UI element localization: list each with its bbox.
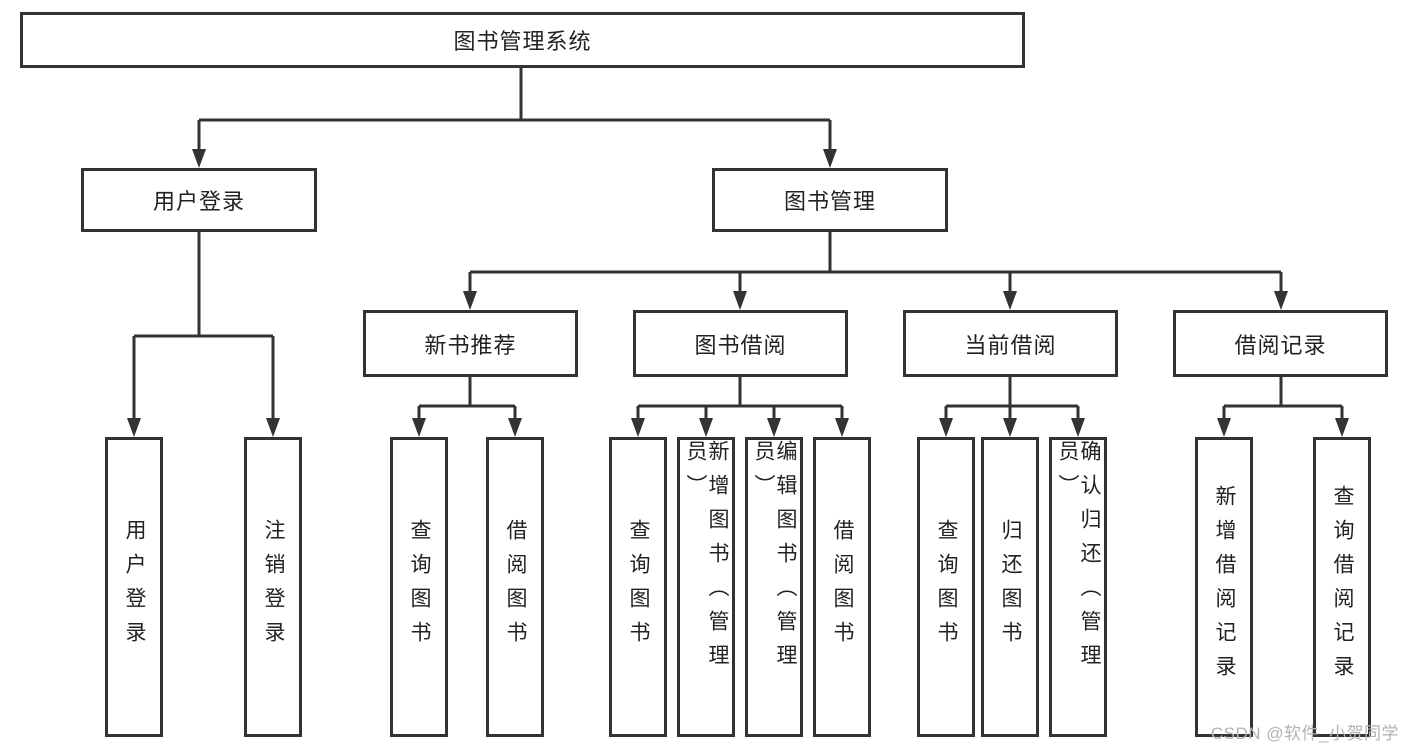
- leaf-label: 编辑图书（管理员）: [752, 440, 798, 678]
- node-current-borrowing: 当前借阅: [903, 310, 1118, 377]
- leaf-label: 用户登录: [123, 519, 147, 655]
- leaf-add-borrow-record: 新增借阅记录: [1195, 437, 1253, 737]
- leaf-user-login: 用户登录: [105, 437, 163, 737]
- leaf-confirm-return-admin: 确认归还（管理员）: [1049, 437, 1107, 737]
- leaf-label: 查询图书: [627, 519, 651, 655]
- arrowhead-icon: [939, 418, 953, 437]
- arrowhead-icon: [508, 418, 522, 437]
- arrowhead-icon: [1217, 418, 1231, 437]
- leaf-label: 借阅图书: [504, 519, 528, 655]
- leaf-label: 新增借阅记录: [1213, 485, 1237, 689]
- leaf-label: 确认归还（管理员）: [1056, 440, 1102, 678]
- arrowhead-icon: [823, 149, 837, 168]
- node-book-management: 图书管理: [712, 168, 948, 232]
- leaf-label: 查询借阅记录: [1331, 485, 1355, 689]
- connector-path: [132, 68, 1344, 421]
- leaf-logout: 注销登录: [244, 437, 302, 737]
- arrowhead-icon: [699, 418, 713, 437]
- leaf-borrow-books-borrowing: 借阅图书: [813, 437, 871, 737]
- leaf-query-borrow-record: 查询借阅记录: [1313, 437, 1371, 737]
- arrowheads: [127, 149, 1349, 437]
- node-borrow-records: 借阅记录: [1173, 310, 1388, 377]
- arrowhead-icon: [631, 418, 645, 437]
- arrowhead-icon: [1071, 418, 1085, 437]
- arrowhead-icon: [412, 418, 426, 437]
- arrowhead-icon: [127, 418, 141, 437]
- node-book-borrowing: 图书借阅: [633, 310, 848, 377]
- leaf-label: 归还图书: [999, 519, 1023, 655]
- leaf-query-books-recommend: 查询图书: [390, 437, 448, 737]
- arrowhead-icon: [1003, 418, 1017, 437]
- leaf-query-books-borrowing: 查询图书: [609, 437, 667, 737]
- leaf-query-books-current: 查询图书: [917, 437, 975, 737]
- arrowhead-icon: [835, 418, 849, 437]
- arrowhead-icon: [767, 418, 781, 437]
- leaf-label: 查询图书: [408, 519, 432, 655]
- node-new-book-recommend: 新书推荐: [363, 310, 578, 377]
- node-root: 图书管理系统: [20, 12, 1025, 68]
- leaf-borrow-books-recommend: 借阅图书: [486, 437, 544, 737]
- leaf-label: 借阅图书: [831, 519, 855, 655]
- arrowhead-icon: [463, 291, 477, 310]
- arrowhead-icon: [192, 149, 206, 168]
- arrowhead-icon: [733, 291, 747, 310]
- arrowhead-icon: [1003, 291, 1017, 310]
- leaf-add-book-admin: 新增图书（管理员）: [677, 437, 735, 737]
- watermark-text: CSDN @软件_小贺同学: [1210, 724, 1399, 743]
- leaf-return-book: 归还图书: [981, 437, 1039, 737]
- leaf-label: 新增图书（管理员）: [684, 440, 730, 678]
- leaf-edit-book-admin: 编辑图书（管理员）: [745, 437, 803, 737]
- leaf-label: 注销登录: [262, 519, 286, 655]
- arrowhead-icon: [266, 418, 280, 437]
- leaf-label: 查询图书: [935, 519, 959, 655]
- arrowhead-icon: [1335, 418, 1349, 437]
- arrowhead-icon: [1274, 291, 1288, 310]
- node-user-login: 用户登录: [81, 168, 317, 232]
